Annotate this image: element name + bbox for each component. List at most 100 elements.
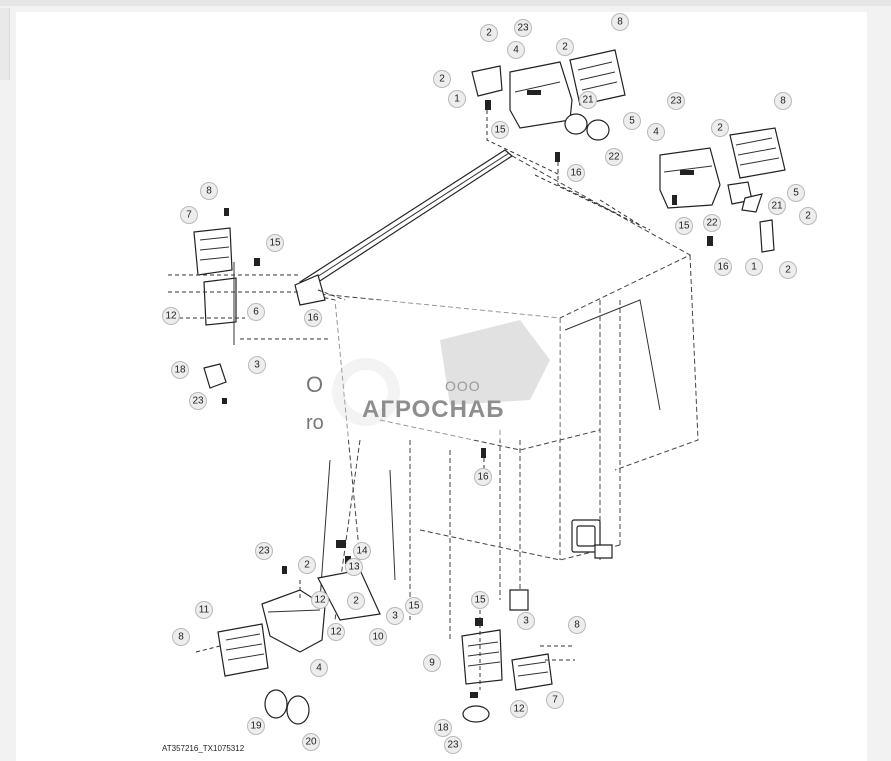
callout-number: 23 bbox=[517, 23, 529, 34]
callout-balloon bbox=[248, 356, 266, 374]
callout-balloon bbox=[675, 217, 693, 235]
callout-balloon bbox=[247, 303, 265, 321]
callout-balloon bbox=[162, 307, 180, 325]
callout-number: 2 bbox=[439, 74, 445, 85]
callout-balloon bbox=[567, 164, 585, 182]
callout-23: 23 bbox=[189, 392, 207, 410]
callout-number: 8 bbox=[617, 17, 623, 28]
callout-number: 22 bbox=[706, 218, 718, 229]
callout-balloon bbox=[787, 184, 805, 202]
callout-number: 15 bbox=[678, 221, 690, 232]
callout-number: 9 bbox=[429, 658, 435, 669]
callout-balloon bbox=[172, 628, 190, 646]
callout-number: 12 bbox=[165, 311, 177, 322]
callout-number: 4 bbox=[316, 663, 322, 674]
callout-balloon bbox=[386, 607, 404, 625]
cab-frame bbox=[299, 151, 699, 640]
callout-balloon bbox=[298, 556, 316, 574]
callout-5: 5 bbox=[623, 112, 641, 130]
callout-balloon bbox=[444, 736, 462, 754]
callout-10: 10 bbox=[369, 628, 387, 646]
callout-8: 8 bbox=[200, 182, 218, 200]
callout-balloon bbox=[546, 691, 564, 709]
bottom-right-lamp-assembly bbox=[461, 610, 575, 723]
callout-13: 13 bbox=[345, 558, 363, 576]
callout-18: 18 bbox=[434, 719, 452, 737]
callout-22: 22 bbox=[703, 214, 721, 232]
callout-16: 16 bbox=[567, 164, 585, 182]
callout-balloon bbox=[345, 558, 363, 576]
callout-balloon bbox=[304, 309, 322, 327]
callout-number: 4 bbox=[513, 45, 519, 56]
callout-balloon bbox=[310, 659, 328, 677]
callout-number: 23 bbox=[258, 546, 270, 557]
top-strip bbox=[0, 0, 891, 6]
callout-number: 2 bbox=[486, 28, 492, 39]
callout-number: 21 bbox=[771, 201, 783, 212]
callout-balloon bbox=[189, 392, 207, 410]
callout-balloon bbox=[353, 542, 371, 560]
callout-number: 3 bbox=[523, 616, 529, 627]
callout-number: 15 bbox=[494, 125, 506, 136]
callout-balloon bbox=[556, 38, 574, 56]
callout-number: 20 bbox=[305, 737, 317, 748]
callout-22: 22 bbox=[605, 148, 623, 166]
callout-balloon bbox=[605, 148, 623, 166]
callout-2: 2 bbox=[556, 38, 574, 56]
callout-balloon bbox=[195, 601, 213, 619]
callout-number: 16 bbox=[307, 313, 319, 324]
callout-5: 5 bbox=[787, 184, 805, 202]
callout-number: 22 bbox=[608, 152, 620, 163]
callout-balloon bbox=[266, 234, 284, 252]
callout-11: 11 bbox=[195, 601, 213, 619]
callout-8: 8 bbox=[774, 92, 792, 110]
callout-15: 15 bbox=[675, 217, 693, 235]
callout-balloon bbox=[714, 258, 732, 276]
callout-23: 23 bbox=[255, 542, 273, 560]
callout-number: 14 bbox=[356, 546, 368, 557]
callout-23: 23 bbox=[514, 19, 532, 37]
callout-number: 2 bbox=[304, 560, 310, 571]
callout-balloon bbox=[514, 19, 532, 37]
callout-2: 2 bbox=[480, 24, 498, 42]
callout-8: 8 bbox=[568, 616, 586, 634]
callout-number: 12 bbox=[513, 704, 525, 715]
callout-number: 12 bbox=[314, 595, 326, 606]
callout-4: 4 bbox=[507, 41, 525, 59]
left-lamp-assembly bbox=[168, 208, 330, 404]
callout-balloon bbox=[369, 628, 387, 646]
callout-3: 3 bbox=[386, 607, 404, 625]
callout-balloon bbox=[517, 612, 535, 630]
callout-balloon bbox=[433, 70, 451, 88]
callout-balloon bbox=[311, 591, 329, 609]
callout-8: 8 bbox=[172, 628, 190, 646]
callout-balloon bbox=[200, 182, 218, 200]
callout-number: 1 bbox=[454, 94, 460, 105]
watermark-logo bbox=[330, 300, 560, 440]
callout-number: 2 bbox=[805, 211, 811, 222]
callout-balloon bbox=[405, 597, 423, 615]
callout-1: 1 bbox=[448, 90, 466, 108]
callout-16: 16 bbox=[304, 309, 322, 327]
callout-number: 13 bbox=[348, 562, 360, 573]
callout-number: 23 bbox=[447, 740, 459, 751]
figure-reference-code: AT357216_TX1075312 bbox=[162, 744, 245, 753]
callout-23: 23 bbox=[444, 736, 462, 754]
callout-number: 23 bbox=[670, 96, 682, 107]
callout-number: 8 bbox=[574, 620, 580, 631]
callout-3: 3 bbox=[248, 356, 266, 374]
watermark-company-name: АГРОСНАБ bbox=[362, 396, 505, 423]
callout-16: 16 bbox=[474, 468, 492, 486]
callout-balloon bbox=[779, 261, 797, 279]
callout-balloon bbox=[255, 542, 273, 560]
callout-number: 18 bbox=[174, 365, 186, 376]
callout-balloon bbox=[510, 700, 528, 718]
callout-number: 7 bbox=[186, 210, 192, 221]
callout-balloon bbox=[623, 112, 641, 130]
callout-7: 7 bbox=[546, 691, 564, 709]
diagram-sheet bbox=[16, 12, 867, 761]
callout-balloon bbox=[247, 717, 265, 735]
callout-balloon bbox=[774, 92, 792, 110]
